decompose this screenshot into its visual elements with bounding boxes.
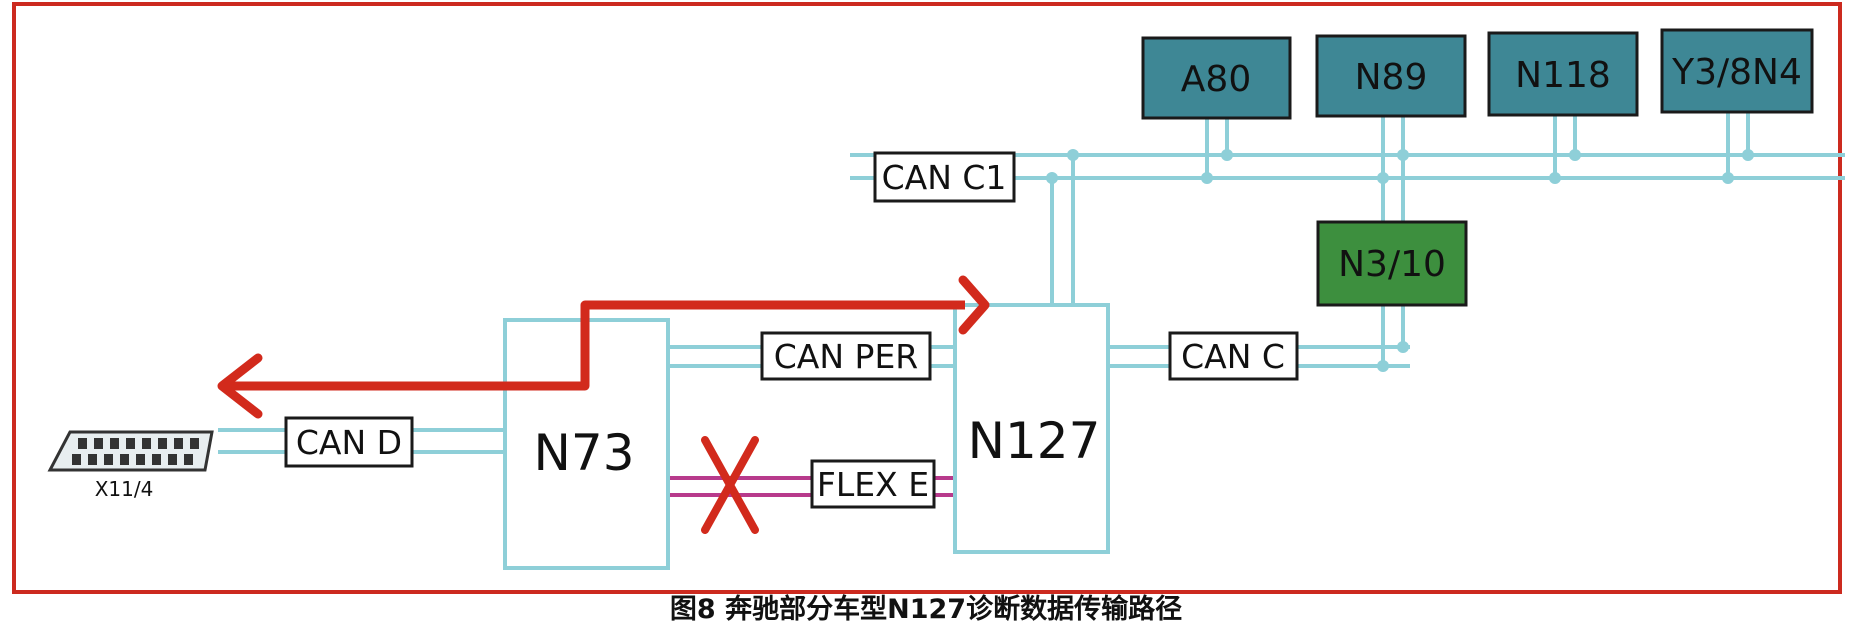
diagnostic-path-arrow	[217, 275, 990, 419]
figure-caption: 图8 奔驰部分车型N127诊断数据传输路径	[670, 593, 1182, 621]
cross-icon	[701, 436, 759, 534]
ecu-label: N3/10	[1338, 244, 1446, 285]
svg-text:CAN C1: CAN C1	[882, 158, 1007, 197]
ecu-a80: A80	[1141, 36, 1292, 120]
ecu-label: Y3/8N4	[1671, 52, 1802, 93]
bus-label-can-c: CAN C	[1168, 331, 1299, 381]
ecu-label: N89	[1355, 57, 1428, 98]
bus-label-can-c1: CAN C1	[873, 151, 1016, 203]
ecu-label: A80	[1181, 59, 1251, 100]
bus-label-flex-e: FLEX E	[810, 459, 936, 509]
obd-connector-icon	[47, 430, 214, 472]
ecu-n3-10: N3/10	[1316, 220, 1468, 307]
connector-label: X11/4	[95, 477, 154, 501]
bus-label-can-d: CAN D	[284, 416, 414, 468]
ecu-n118: N118	[1487, 31, 1639, 117]
ecu-n89: N89	[1315, 34, 1467, 118]
bus-junctions	[1046, 149, 1754, 372]
svg-text:CAN C: CAN C	[1181, 337, 1285, 376]
module-label: N73	[533, 424, 634, 482]
svg-text:CAN PER: CAN PER	[774, 337, 918, 376]
diagram-frame	[12, 2, 1842, 594]
bus-label-can-per: CAN PER	[760, 331, 932, 381]
module-label: N127	[968, 412, 1101, 470]
ecu-y3-8n4: Y3/8N4	[1660, 28, 1814, 114]
ecu-label: N118	[1515, 55, 1611, 96]
svg-text:FLEX E: FLEX E	[817, 465, 929, 504]
svg-text:CAN D: CAN D	[296, 423, 402, 462]
module-n127: N127	[953, 303, 1110, 554]
